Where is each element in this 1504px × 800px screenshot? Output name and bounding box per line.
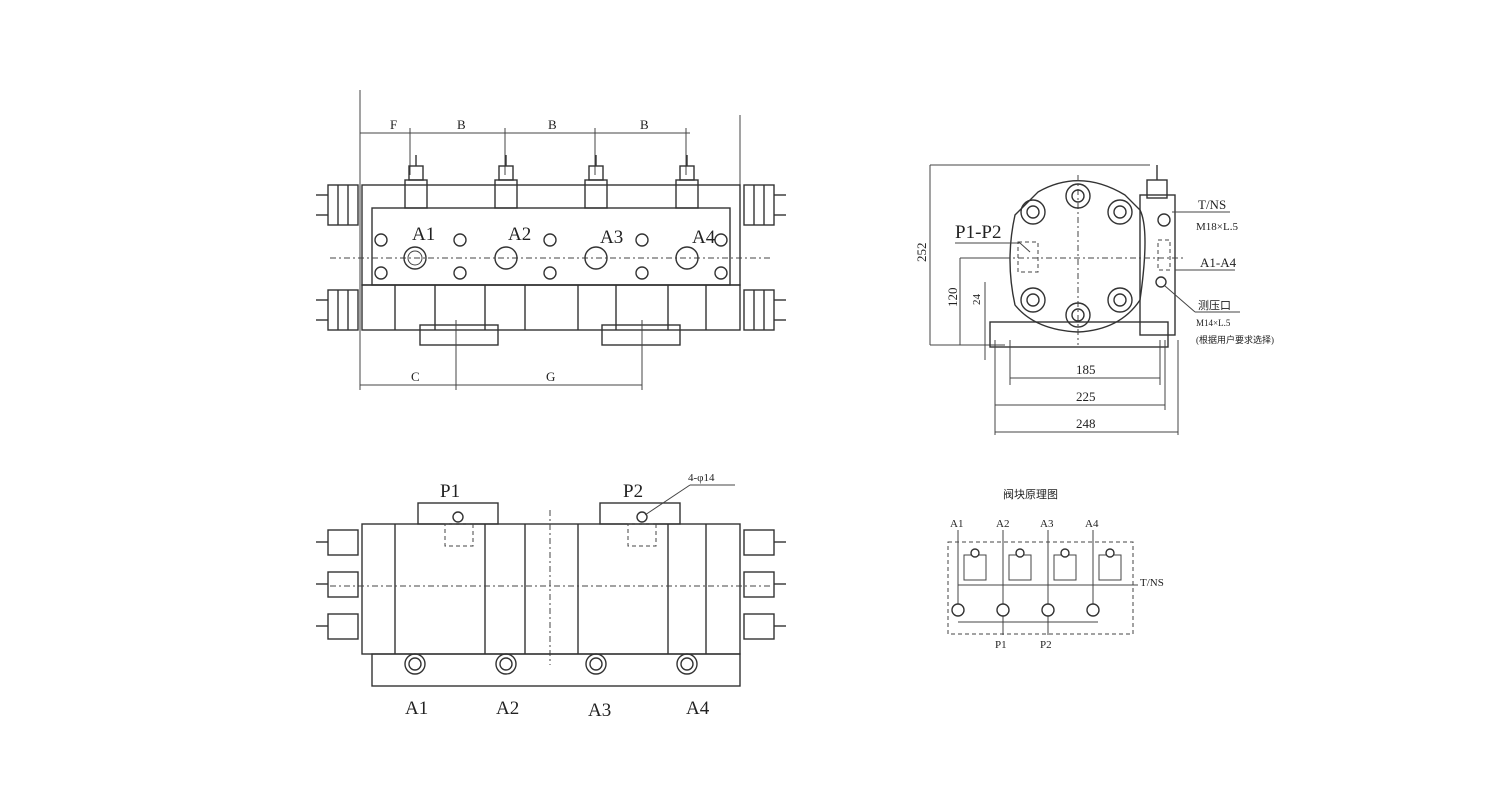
dim-label-b3: B [640, 117, 649, 132]
dim-label-b2: B [548, 117, 557, 132]
front-port-label-a2: A2 [508, 224, 531, 245]
hole-callout: 4-φ14 [688, 472, 715, 484]
schematic-tns-label: T/NS [1140, 577, 1164, 589]
schematic-port-a4: A4 [1085, 518, 1099, 530]
dim-label-b1: B [457, 117, 466, 132]
bottom-port-label-a1: A1 [405, 698, 428, 719]
callout-gauge-note: (根据用户要求选择) [1196, 334, 1274, 345]
schematic-inlet-p2: P2 [1040, 639, 1052, 651]
schematic-port-a3: A3 [1040, 518, 1054, 530]
side-view: 252 120 24 P1-P2 T/NS M18×L.5 [914, 164, 1274, 435]
schematic-port-a1: A1 [950, 518, 963, 530]
front-port-label-a4: A4 [692, 227, 716, 248]
front-port-label-a3: A3 [600, 227, 623, 248]
inlet-label-p1-p2: P1-P2 [955, 222, 1001, 243]
bottom-port-label-a4: A4 [686, 698, 710, 719]
front-port-label-a1: A1 [412, 224, 435, 245]
dim-label-24: 24 [971, 294, 983, 306]
bottom-inlet-label-p1: P1 [440, 481, 460, 502]
dim-label-225: 225 [1076, 389, 1096, 404]
callout-tns: T/NS [1198, 197, 1226, 212]
schematic-inlet-p1: P1 [995, 639, 1007, 651]
bottom-port-label-a2: A2 [496, 698, 519, 719]
callout-ports-a1-a4: A1-A4 [1200, 255, 1237, 270]
hydraulic-schematic: 阀块原理图 A1 A2 A3 A4 [947, 487, 1164, 651]
schematic-title: 阀块原理图 [1003, 487, 1058, 501]
bottom-inlet-label-p2: P2 [623, 481, 643, 502]
dim-label-248: 248 [1076, 416, 1096, 431]
dim-label-120: 120 [945, 288, 960, 308]
callout-gauge-port: 测压口 [1198, 299, 1231, 312]
dim-label-185: 185 [1076, 362, 1096, 377]
callout-thread-m18: M18×L.5 [1196, 221, 1238, 233]
dim-label-f: F [390, 117, 397, 132]
schematic-port-a2: A2 [996, 518, 1009, 530]
bottom-port-label-a3: A3 [588, 700, 611, 721]
dim-label-g: G [546, 369, 555, 384]
dim-label-c: C [411, 369, 420, 384]
front-view: F B B B C G [316, 90, 786, 390]
dim-label-252: 252 [914, 243, 929, 263]
bottom-view: P1 P2 4-φ14 A1 A2 A3 A4 [316, 472, 786, 721]
callout-gauge-thread: M14×L.5 [1196, 318, 1231, 328]
